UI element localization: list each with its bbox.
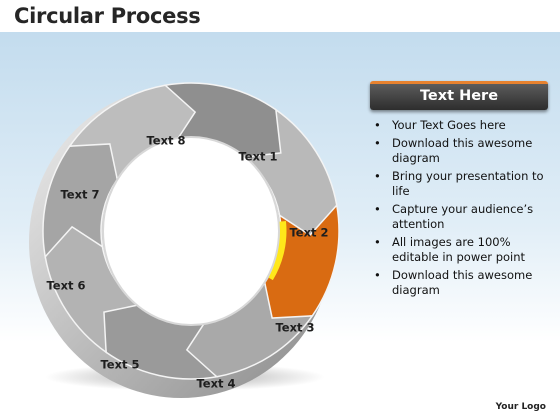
bullet-item: All images are 100% editable in power po… (370, 235, 548, 265)
segment-label-6: Text 6 (46, 279, 85, 293)
bullet-item: Download this awesome diagram (370, 136, 548, 166)
page-title: Circular Process (14, 4, 201, 28)
segment-label-1: Text 1 (238, 150, 277, 164)
highlight-edge (266, 221, 287, 281)
segment-label-3: Text 3 (275, 321, 314, 335)
segment-label-7: Text 7 (60, 188, 99, 202)
segment-label-8: Text 8 (146, 134, 185, 148)
bullet-list: Your Text Goes hereDownload this awesome… (370, 118, 548, 298)
segment-label-2: Text 2 (289, 226, 328, 240)
segment-label-4: Text 4 (196, 377, 235, 391)
bullet-item: Your Text Goes here (370, 118, 548, 133)
ring-hole (102, 136, 280, 326)
segment-label-5: Text 5 (100, 358, 139, 372)
bullet-item: Download this awesome diagram (370, 268, 548, 298)
logo-text: Your Logo (495, 402, 546, 412)
circular-process-diagram: Text 1 Text 2 Text 3 Text 4 Text 5 Text 6 Text… (29, 82, 340, 398)
text-panel: Text Here Your Text Goes hereDownload th… (370, 81, 548, 301)
panel-heading: Text Here (370, 81, 548, 110)
bullet-item: Bring your presentation to life (370, 169, 548, 199)
bullet-item: Capture your audience’s attention (370, 202, 548, 232)
slide-background: Text 1 Text 2 Text 3 Text 4 Text 5 Text 6 Text… (0, 32, 560, 420)
